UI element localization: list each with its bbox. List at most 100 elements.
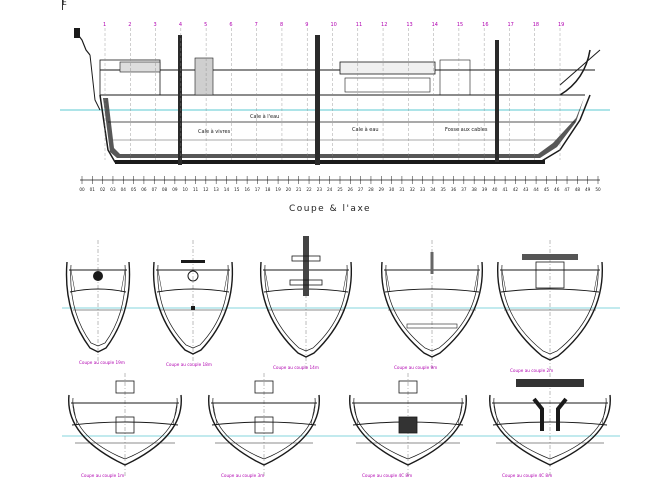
galley-stove (535, 261, 565, 289)
section-ceiling (70, 264, 126, 347)
mast-hole (93, 271, 103, 281)
capstan-drum (291, 255, 321, 262)
frame-number: 44 (533, 187, 539, 192)
section-lower-deck (211, 421, 317, 426)
boat-chocks (344, 77, 431, 93)
frame-number: 18 (265, 187, 271, 192)
section-ceiling (353, 397, 463, 460)
section-caption: Coupe au couple 4C 8m (362, 473, 412, 478)
section-ceiling (501, 264, 599, 355)
frame-number: 08 (162, 187, 168, 192)
section-hull (259, 261, 353, 358)
frame-number: 01 (90, 187, 96, 192)
station-tag: 11 (356, 22, 362, 28)
longboat (339, 61, 436, 75)
frame-number: 40 (492, 187, 498, 192)
station-tag: 14 (432, 22, 438, 28)
section-knee (385, 269, 391, 293)
section-knee (501, 269, 507, 293)
section-knee (72, 402, 78, 426)
frame-number: 11 (193, 187, 199, 192)
cross-section-3: Coupe au couple 14m (259, 236, 353, 370)
beam-cap (181, 260, 205, 263)
section-knee (212, 402, 218, 426)
station-tag: 12 (381, 22, 387, 28)
section-ceiling (264, 264, 348, 352)
frame-number: 50 (595, 187, 601, 192)
station-tag: 18 (533, 22, 539, 28)
section-knee (457, 402, 463, 426)
frame-number: 12 (203, 187, 209, 192)
frame-number: 43 (523, 187, 529, 192)
station-tag: 13 (406, 22, 412, 28)
sheet-border (62, 0, 63, 10)
section-ceiling (385, 264, 479, 352)
frame-number: 38 (471, 187, 477, 192)
mast-ring (187, 270, 199, 282)
section-knee (70, 269, 76, 293)
station-tag: 17 (507, 22, 513, 28)
bitt-post (398, 416, 418, 434)
step-stair (406, 323, 458, 329)
frame-number: 25 (337, 187, 343, 192)
frame-number: 27 (358, 187, 364, 192)
section-caption: Coupe au couple 9m (394, 365, 437, 370)
cross-section-4: Coupe au couple 9m (380, 240, 484, 370)
frame-number: 39 (482, 187, 488, 192)
mizzen-mast (178, 35, 182, 165)
section-lower-deck (69, 288, 127, 293)
frame-number: 06 (141, 187, 147, 192)
station-tag: 16 (482, 22, 488, 28)
main-mast (315, 35, 320, 165)
frame-number: 42 (513, 187, 519, 192)
section-hull (208, 394, 320, 466)
bitt-head (398, 380, 418, 394)
room-label-3: Cale à eau (352, 126, 379, 133)
frame-number: 04 (121, 187, 127, 192)
section-knee (120, 269, 126, 293)
frame-number: 35 (441, 187, 447, 192)
frame-number: 45 (544, 187, 550, 192)
room-label-4: Fosse aux cables (445, 127, 488, 133)
station-tag: 10 (331, 22, 337, 28)
frame-number: 22 (306, 187, 312, 192)
section-hull (489, 394, 611, 466)
station-tag: 19 (558, 22, 564, 28)
station-tag: 7 (255, 22, 258, 28)
frame-number: 32 (410, 187, 416, 192)
section-knee (223, 269, 229, 293)
frame-number: 00 (79, 187, 85, 192)
section-hull (65, 261, 131, 353)
frame-number: 49 (585, 187, 591, 192)
section-lower-deck (156, 288, 230, 293)
frame-number: 03 (110, 187, 116, 192)
frame-number: 09 (172, 187, 178, 192)
section-knee (593, 269, 599, 293)
section-caption: Coupe au couple 4C 8m (502, 473, 552, 478)
pump-well (191, 306, 195, 310)
section-lower-deck (500, 288, 600, 293)
section-knee (473, 269, 479, 293)
cross-section-9: Coupe au couple 4C 8m (489, 373, 611, 478)
section-lower-deck (263, 288, 349, 293)
bow-stem (559, 49, 591, 96)
cross-section-8: Coupe au couple 4C 8m (349, 373, 467, 478)
stair-ladder (194, 57, 214, 96)
section-hull (68, 394, 182, 466)
section-caption: Coupe au couple 19m (79, 360, 125, 365)
frame-number: 13 (213, 187, 219, 192)
station-tag: 1 (103, 22, 106, 28)
cross-section-2: Coupe au couple 18m (152, 240, 234, 367)
section-hull (497, 261, 603, 361)
capstan-post (303, 236, 309, 296)
frame-number: 21 (296, 187, 302, 192)
section-knee (353, 402, 359, 426)
frame-number: 47 (564, 187, 570, 192)
bitt-post (115, 416, 135, 434)
keel (115, 160, 545, 164)
room-label-1: Cale à vivres (198, 128, 231, 135)
